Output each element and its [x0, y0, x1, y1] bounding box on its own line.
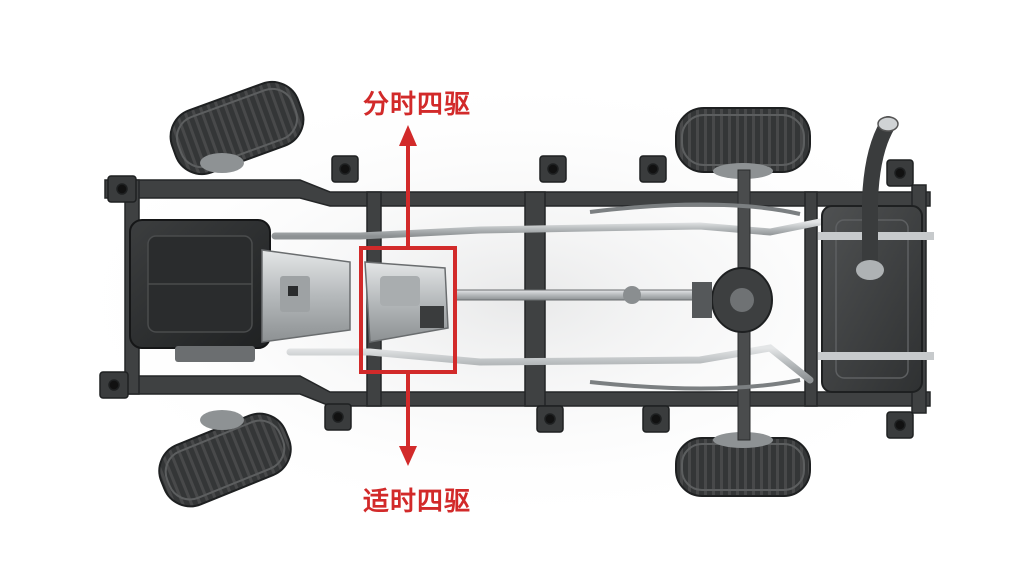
arrow-down: [399, 372, 417, 466]
transfer-case: [364, 261, 449, 343]
arrow-up: [399, 125, 417, 248]
on-demand-4wd-label: 适时四驱: [363, 487, 472, 517]
fuel-tank: [818, 116, 934, 393]
leaf-springs: [589, 202, 801, 391]
engine: [129, 219, 271, 362]
front-left-wheel: [169, 80, 305, 176]
transmission: [261, 249, 351, 343]
front-right-wheel: [158, 410, 292, 508]
exhaust-pipes: [271, 218, 824, 384]
part-time-4wd-label: 分时四驱: [363, 90, 472, 120]
rear-left-wheel: [675, 107, 811, 179]
frame-mounts: [99, 155, 914, 439]
rear-axle: [692, 169, 773, 441]
rear-right-wheel: [675, 432, 811, 497]
